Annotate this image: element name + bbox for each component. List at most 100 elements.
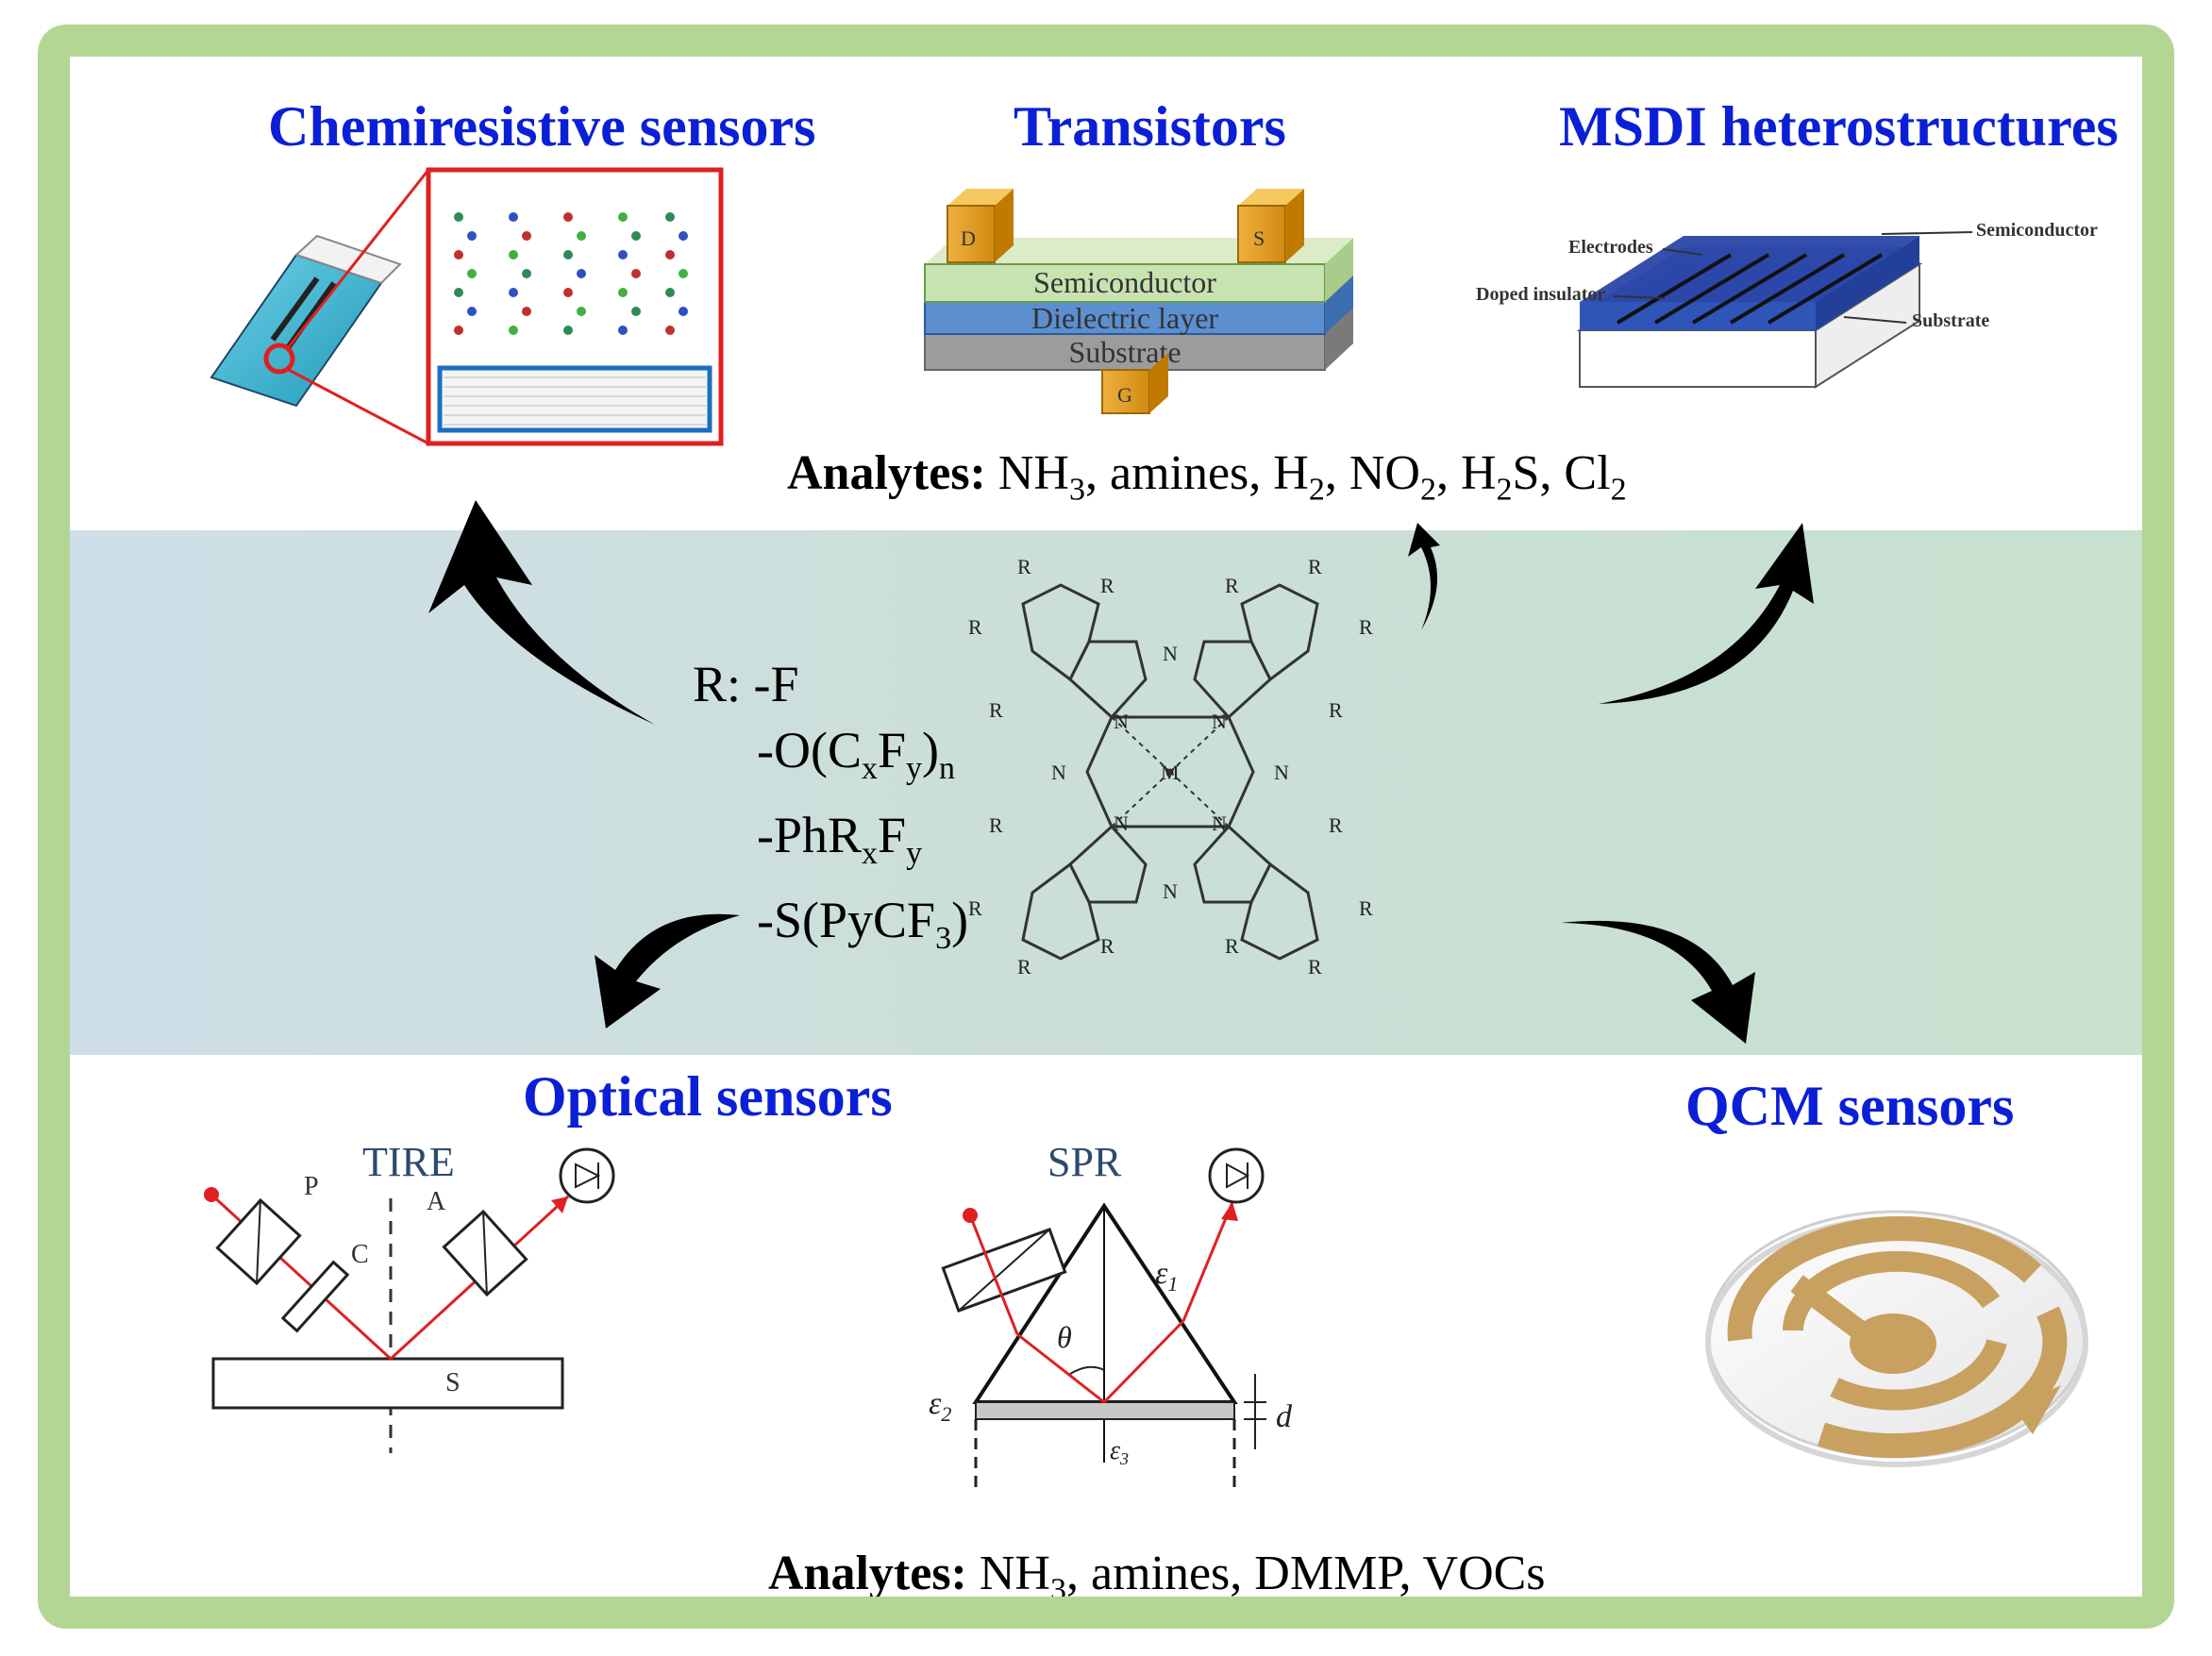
molecule-dot: [679, 231, 688, 241]
source-label: S: [1253, 226, 1265, 250]
substituent-spycf3: -S(PyCF3): [693, 887, 968, 972]
sample-slab: [211, 1357, 564, 1410]
drain-electrode-top: [947, 189, 1014, 206]
r-label: R: [989, 813, 1003, 837]
tire-c-label: C: [351, 1240, 369, 1269]
n-label: N: [1163, 642, 1178, 665]
msdi-substrate-label: Substrate: [1912, 310, 1989, 331]
r-label: R: [1100, 574, 1114, 597]
benzo-tr: [1240, 583, 1319, 682]
spr-beam-out2: [1181, 1201, 1234, 1322]
beam-out-arrowhead: [551, 1196, 568, 1213]
sensor-chip: [209, 253, 383, 408]
arrows: [428, 500, 1814, 1044]
r-label: R: [968, 615, 982, 639]
spr-beam-in: [968, 1214, 1019, 1335]
tire-p-label: P: [304, 1172, 319, 1201]
spr-eps2: ε2: [929, 1386, 951, 1426]
zoom-line: [288, 368, 429, 445]
chip-white-part: [294, 234, 402, 285]
molecule-dot: [631, 269, 641, 278]
n-label: N: [1114, 811, 1129, 835]
s: x: [862, 835, 879, 871]
polarizer-p: [215, 1197, 302, 1286]
molecule-dot: [509, 212, 518, 222]
compensator-c: [280, 1260, 350, 1333]
molecule-dot: [509, 326, 518, 335]
molecule-dot: [631, 231, 641, 241]
t: ): [951, 891, 969, 948]
analytes-bottom: Analytes: NH3, amines, DMMP, VOCs: [768, 1546, 1546, 1600]
phthalocyanine-structure: [1021, 583, 1319, 961]
film-layers: [444, 376, 706, 426]
sub: 2: [1308, 472, 1325, 508]
sub-f: -F: [753, 656, 799, 712]
benzo-bl: [1021, 861, 1100, 961]
r-label: R: [1308, 555, 1322, 578]
molecule-dot: [522, 231, 531, 241]
r-label: R: [1017, 955, 1031, 979]
spr-theta: θ: [1057, 1320, 1072, 1354]
analytes-top-text: , amines, H: [1084, 446, 1309, 500]
molecule-dot: [618, 288, 628, 297]
qcm-illustration: [1705, 1210, 2088, 1467]
n-label: N: [1051, 761, 1066, 784]
spr-eps3-sub: 3: [1119, 1449, 1129, 1468]
substrate-block-front: [1579, 329, 1817, 388]
molecule-dot: [577, 269, 586, 278]
substrate-block-side: [1815, 262, 1920, 389]
spr-eps1-sym: ε: [1155, 1256, 1168, 1291]
qcm-outer-ring: [1727, 1215, 2041, 1342]
theta-arc: [1069, 1365, 1105, 1375]
s: y: [906, 750, 923, 786]
arrow-to-transistors: [1408, 523, 1440, 630]
analytes-top-text: , NO: [1324, 446, 1420, 500]
heading-optical: Optical sensors: [523, 1065, 893, 1128]
semiconductor-layer-top: [1580, 236, 1919, 302]
substituent-list: R: -F -O(CxFy)n -PhRxFy -S(PyCF3): [693, 651, 968, 971]
spr-d-label: d: [1276, 1399, 1293, 1434]
analytes-bottom-text: NH: [979, 1547, 1050, 1600]
dielectric-side: [1325, 274, 1353, 334]
qcm-outer-ring: [1817, 1306, 2068, 1459]
molecule-dot: [454, 326, 463, 335]
arrow-to-chemiresistive: [428, 500, 655, 725]
spr-eps1: ε1: [1155, 1256, 1178, 1296]
msdi-electrodes-label: Electrodes: [1568, 237, 1653, 258]
gate-electrode-side: [1149, 353, 1168, 413]
molecule-dot: [467, 307, 477, 316]
spr-detector-icon: [1208, 1147, 1265, 1204]
analytes-bottom-label: Analytes:: [768, 1547, 967, 1600]
r-label: R: [1017, 555, 1031, 578]
molecule-dot: [631, 307, 641, 316]
sub: 2: [1496, 472, 1513, 508]
figure-frame: Chemiresistive sensors Transistors MSDI …: [38, 25, 2174, 1629]
qcm-inner-ring: [1830, 1338, 2007, 1411]
r-label: R: [1100, 934, 1114, 958]
gate-electrode: [1101, 369, 1150, 414]
r-label: R: [1359, 615, 1373, 639]
benzo-br: [1240, 861, 1319, 961]
benzo-tl: [1021, 583, 1100, 682]
chemiresistive-illustration: [209, 167, 724, 446]
msdi-illustration: Electrodes Doped insulator Semiconductor…: [1476, 220, 2098, 389]
molecule-dot: [522, 307, 531, 316]
molecule-dot: [665, 326, 675, 335]
sub: 2: [1419, 472, 1436, 508]
spr-arrowhead: [1221, 1202, 1238, 1221]
s: x: [861, 750, 878, 786]
substituent-phrxfy: -PhRxFy: [693, 802, 968, 887]
spr-eps2-sym: ε: [929, 1386, 942, 1421]
t: ): [922, 722, 940, 778]
s: n: [939, 750, 956, 786]
leader-line: [1843, 316, 1907, 324]
isoindole-tl: [1068, 640, 1148, 720]
molecule-dot: [563, 250, 573, 259]
analytes-top-text: NH: [997, 446, 1069, 500]
heading-msdi: MSDI heterostructures: [1559, 95, 2119, 158]
film-substrate: [437, 365, 712, 433]
source-electrode-top: [1238, 189, 1304, 206]
qcm-center-electrode: [1850, 1313, 1936, 1374]
substituent-ocxfy: -O(CxFy)n: [693, 717, 968, 802]
molecule-dot: [665, 288, 675, 297]
